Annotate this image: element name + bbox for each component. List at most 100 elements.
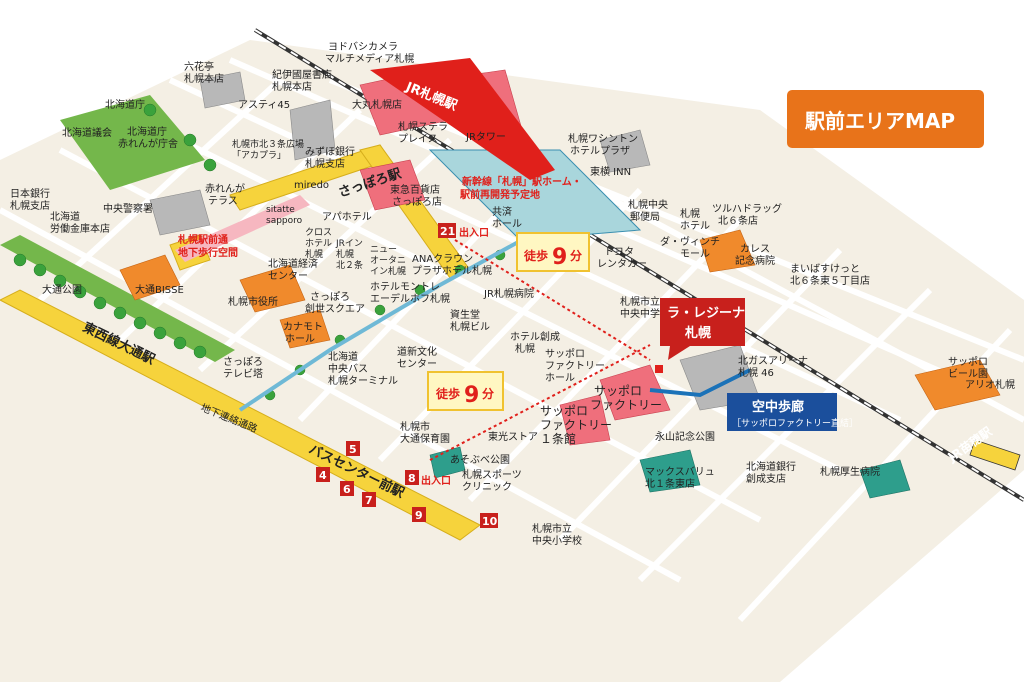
label-sports-2: クリニック <box>462 481 512 493</box>
label-tsuruha-2: 北６条店 <box>718 214 758 227</box>
sosei-river <box>238 228 541 412</box>
label-asobube: あそぶべ公園 <box>450 454 510 466</box>
place-labels: ヨドバシカメラ マルチメディア札幌 六花亭 札幌本店 紀伊國屋書店 札幌本店 ア… <box>10 41 1015 547</box>
underground-walkway <box>175 195 310 262</box>
label-kanamoto-2: ホール <box>285 333 315 345</box>
label-davinci-2: モール <box>680 249 710 260</box>
label-police: 中央警察署 <box>103 202 153 215</box>
label-ana-2: プラザホテル札幌 <box>412 264 492 277</box>
exit-number-7: 7 <box>365 494 373 507</box>
exit-21-label: 出入口 <box>459 226 489 239</box>
label-sitatte-1: sitatte <box>266 205 295 215</box>
exit-number-10: 10 <box>482 515 498 528</box>
label-hokkaido-bank-1: 北海道銀行 <box>746 460 796 473</box>
label-yubin-1: 札幌中央 <box>628 198 668 211</box>
walk-badge-north-label: 徒歩 <box>523 248 548 263</box>
label-factory-hall-3: ホール <box>545 372 575 384</box>
label-ario: アリオ札幌 <box>965 378 1015 391</box>
walk-badge-south-num: 9 <box>464 383 479 408</box>
exit-numbers: 5 4 6 7 9 10 <box>316 441 498 528</box>
label-gikai: 北海道議会 <box>62 126 112 139</box>
label-jr-hosp: JR札幌病院 <box>483 287 534 300</box>
walk-badge-north-unit: 分 <box>570 248 582 263</box>
label-kaless-1: カレス <box>740 243 770 255</box>
destination-marker <box>655 365 663 373</box>
label-tokyu-2: さっぽろ店 <box>392 195 442 208</box>
label-rokkatei-2: 札幌本店 <box>184 72 224 85</box>
label-factory-1jo-1: サッポロ <box>540 404 588 418</box>
label-chuo-shogakko-1: 札幌市立 <box>532 522 572 535</box>
label-toko-store: 東光ストア <box>488 430 538 443</box>
label-boj-2: 札幌支店 <box>10 199 50 212</box>
label-nagayama: 永山記念公園 <box>655 430 715 443</box>
skywalk-title: 空中歩廊 <box>752 399 804 415</box>
label-tsuruha-1: ツルハドラッグ <box>712 202 782 215</box>
label-bus-terminal-3: 札幌ターミナル <box>328 374 398 387</box>
exit-8-label: 出入口 <box>421 474 451 487</box>
label-ana-1: ANAクラウン <box>412 253 473 265</box>
label-tokyu-1: 東急百貨店 <box>390 183 440 196</box>
label-underground-walkway: 地下歩行空間 <box>178 246 238 259</box>
destination-name-1: ラ・レジーナ <box>667 306 745 321</box>
label-chuo-shogakko-2: 中央小学校 <box>532 534 582 547</box>
label-washington-1: 札幌ワシントン <box>568 132 638 145</box>
label-rokkatei-1: 六花亭 <box>184 60 214 73</box>
exit-21: 21 出入口 <box>438 223 489 239</box>
label-daimaru: 大丸札幌店 <box>352 98 402 111</box>
label-sosei-hotel-2: 札幌 <box>515 342 535 355</box>
label-kita3-1: 札幌市北３条広場 <box>232 138 304 150</box>
label-factory-1jo-3: １条館 <box>540 431 576 446</box>
label-toyota-2: レンタカー <box>597 258 647 270</box>
label-davinci-1: ダ・ヴィンチ <box>660 235 720 248</box>
label-bunka-1: 道新文化 <box>397 345 437 358</box>
label-sapporo-hotel-2: ホテル <box>680 220 710 232</box>
odori-park <box>0 235 235 362</box>
walk-badge-south-unit: 分 <box>482 386 494 401</box>
walk-routes <box>429 239 651 461</box>
label-kinokuniya-1: 紀伊國屋書店 <box>272 68 332 81</box>
label-kita3-2: 「アカプラ」 <box>232 150 286 161</box>
label-toyota-1: トヨタ <box>604 246 634 258</box>
exit-number-6: 6 <box>343 483 351 496</box>
label-shiyakusho: 札幌市役所 <box>228 295 278 308</box>
skywalk-subtitle: ［サッポロファクトリー直結］ <box>732 417 858 429</box>
label-cross-3: 札幌 <box>305 248 323 260</box>
skywalk-line <box>649 368 751 398</box>
exit-21-number: 21 <box>440 225 455 238</box>
label-sousei-2: 創世スクエア <box>305 303 365 315</box>
label-maibasu-1: まいばすけっと <box>790 263 860 275</box>
label-chuo-chugakko-1: 札幌市立 <box>620 295 660 308</box>
label-roudou-2: 労働金庫本店 <box>50 222 110 235</box>
label-seimei-1: 資生堂 <box>450 308 480 321</box>
label-walkway-prefix: 札幌駅前通 <box>177 233 228 246</box>
label-sitatte-2: sapporo <box>266 216 303 226</box>
label-cross-1: クロス <box>305 227 332 238</box>
label-keizai-1: 北海道経済 <box>268 257 318 270</box>
label-beer-2: ビール園 <box>948 368 988 380</box>
label-mizuho-2: 札幌支店 <box>305 157 345 170</box>
label-maxvalu-1: マックスバリュ <box>645 466 715 478</box>
label-montre-2: エーデルホフ札幌 <box>370 292 450 305</box>
label-toyoko: 東横 INN <box>590 165 631 178</box>
label-bunka-2: センター <box>397 358 437 370</box>
label-tv-tower-2: テレビ塔 <box>223 367 263 380</box>
jr-sapporo-station: JR札幌駅 <box>370 58 555 180</box>
label-miredo: miredo <box>294 180 329 191</box>
map-title-badge: 駅前エリアMAP <box>787 90 984 148</box>
exit-number-5: 5 <box>349 443 357 456</box>
label-akarenga-1: 北海道庁 <box>127 125 167 138</box>
label-factory-hall-1: サッポロ <box>545 348 585 360</box>
label-newotani-1: ニュー <box>370 245 397 255</box>
label-beer-1: サッポロ <box>948 356 988 368</box>
exit-number-9: 9 <box>415 509 423 522</box>
label-chuo-chugakko-2: 中央中学校 <box>620 307 670 320</box>
label-bisse: 大通BISSE <box>135 283 184 296</box>
walk-badge-south-label: 徒歩 <box>435 386 460 401</box>
label-mizuho-1: みずほ銀行 <box>305 145 355 158</box>
label-kinokuniya-2: 札幌本店 <box>272 80 312 93</box>
walk-badge-south: 徒歩 9 分 <box>427 371 504 411</box>
label-keizai-2: センター <box>268 270 308 282</box>
label-yodobashi-1: ヨドバシカメラ <box>328 41 398 53</box>
label-yodobashi-2: マルチメディア札幌 <box>325 52 414 65</box>
